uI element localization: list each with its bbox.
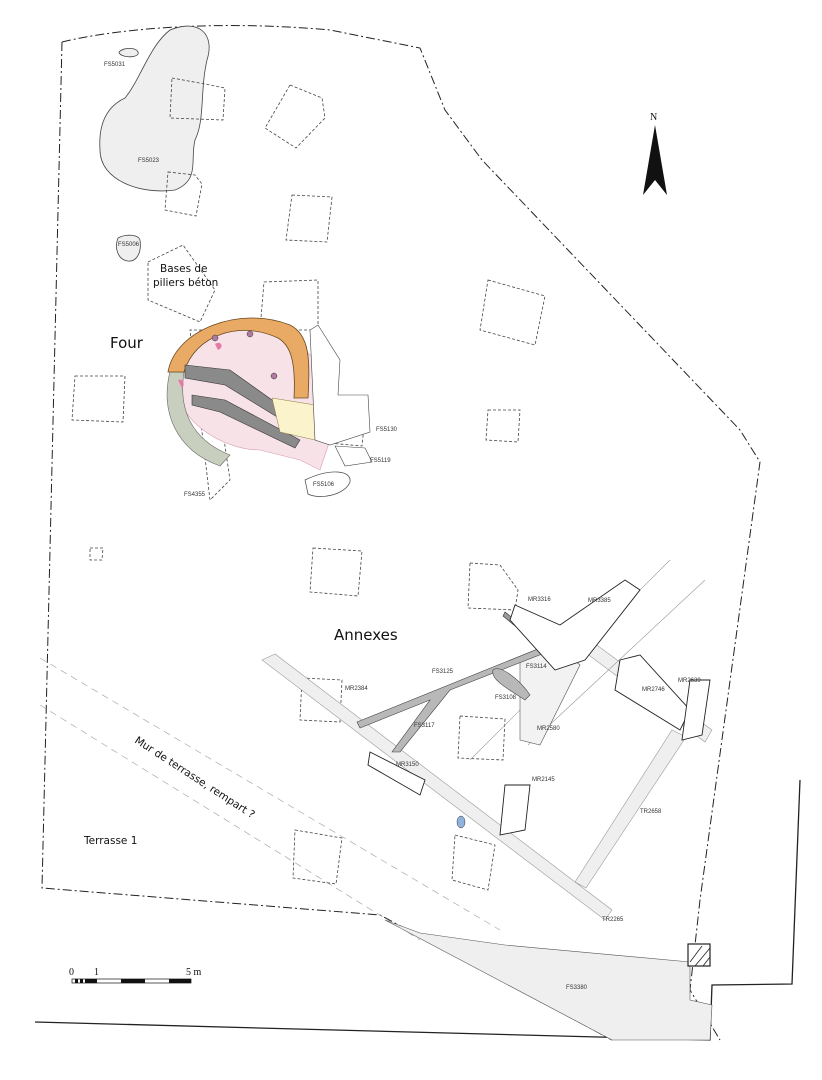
fs3108-ditch — [492, 668, 531, 701]
north-arrow: N — [643, 112, 667, 195]
label-mr2145: MR2145 — [532, 777, 555, 783]
kiln-posthole — [246, 330, 254, 338]
label-four: Four — [110, 334, 144, 352]
label-fs5130: FS5130 — [376, 427, 398, 433]
kiln-flue-dark — [191, 394, 301, 449]
mr3385-wall — [509, 579, 641, 671]
label-mr2384: MR2384 — [345, 686, 368, 692]
fs5130-outline — [309, 324, 371, 446]
label-fs5006: FS5006 — [118, 242, 140, 248]
hatch-lines — [689, 945, 711, 967]
north-arrow-icon — [643, 125, 667, 195]
label-fs4355: FS4355 — [184, 492, 206, 498]
tr2265-trench — [261, 653, 613, 921]
scale-bar: 0 1 5 m — [69, 967, 202, 984]
outer-limit — [34, 779, 801, 1041]
terrace-wall-line — [39, 657, 501, 931]
label-mr2580: MR2580 — [537, 726, 560, 732]
label-fs5023: FS5023 — [138, 158, 160, 164]
kiln-posthole — [211, 334, 219, 342]
terrace-wall-line — [39, 704, 421, 941]
label-mur-terrasse: Mur de terrasse, rempart ? — [132, 734, 256, 821]
label-mr3385: MR3385 — [588, 598, 611, 604]
kiln-magenta-spot — [178, 342, 222, 388]
kiln-posthole — [270, 372, 278, 380]
mr2639-wall — [681, 679, 711, 741]
scale-label-0: 0 — [69, 967, 74, 978]
label-mr3150: MR3150 — [396, 762, 419, 768]
blue-feature — [456, 815, 466, 829]
scale-label-5m: 5 m — [186, 967, 202, 978]
fs5106-pit — [304, 471, 351, 497]
label-mr2746: MR2746 — [642, 687, 665, 693]
tr2658-trench — [574, 729, 687, 889]
label-tr2658: TR2658 — [640, 809, 662, 815]
mr2580-strip — [469, 559, 706, 761]
label-fs5106: FS5106 — [313, 482, 335, 488]
kiln-brick-arc — [167, 317, 310, 399]
fs5031-pit — [118, 48, 139, 58]
fs3380-area — [384, 919, 713, 1041]
scale-label-1: 1 — [94, 967, 99, 978]
label-fs3125: FS3125 — [432, 669, 454, 675]
label-fs3108: FS3108 — [495, 695, 517, 701]
mr2145-wall — [499, 784, 531, 836]
fs5119-outline — [334, 445, 373, 467]
kiln-sage-wall — [166, 371, 231, 467]
label-mr3316: MR3316 — [528, 597, 551, 603]
label-fs5031: FS5031 — [104, 62, 126, 68]
mr3150-wall — [367, 751, 426, 796]
label-fs3117: FS3117 — [414, 723, 435, 729]
kiln — [166, 317, 373, 497]
fs5023-pit — [99, 25, 210, 192]
fs5006-pit — [116, 234, 141, 262]
label-piliers-1: Bases de — [160, 263, 208, 275]
annex-structures — [261, 559, 713, 921]
label-fs5119: FS5119 — [370, 458, 391, 464]
label-mr2639: MR2639 — [678, 678, 701, 684]
label-terrasse: Terrasse 1 — [83, 835, 137, 847]
label-piliers-2: piliers béton — [153, 277, 218, 289]
north-label: N — [650, 112, 657, 123]
label-tr2265: TR2265 — [602, 917, 624, 923]
label-fs3380: FS3380 — [566, 985, 588, 991]
label-annexes: Annexes — [334, 626, 398, 644]
label-fs3114: FS3114 — [526, 664, 547, 670]
hatched-block — [687, 943, 711, 967]
